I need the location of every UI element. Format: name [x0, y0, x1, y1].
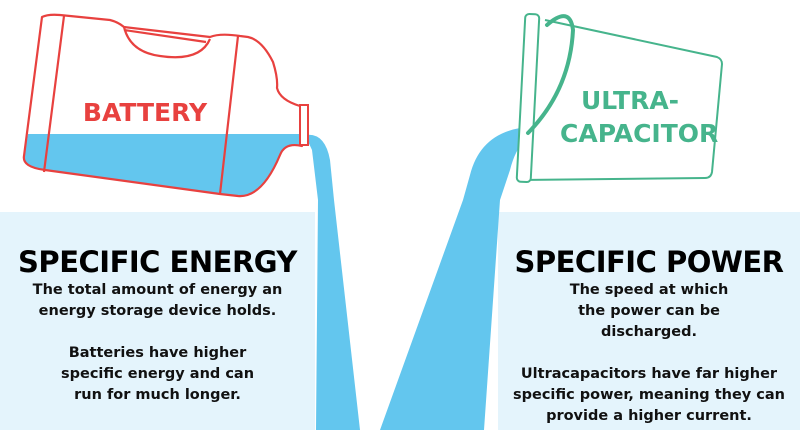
ultracapacitor-label-line2: CAPACITOR: [560, 119, 719, 148]
specific-energy-panel: SPECIFIC ENERGY The total amount of ener…: [0, 212, 315, 430]
specific-power-title: SPECIFIC POWER: [514, 245, 784, 279]
battery-label: BATTERY: [82, 98, 208, 127]
battery-jug-icon: [22, 13, 309, 198]
specific-energy-title: SPECIFIC ENERGY: [18, 245, 297, 279]
ultracapacitor-bucket-icon: [515, 12, 724, 184]
specific-power-description: The speed at which the power can be disc…: [569, 282, 729, 340]
battery-detail: Batteries have higher specific energy an…: [60, 345, 255, 403]
ultracapacitor-liquid-stream: [380, 128, 525, 430]
ultracapacitor-label-line1: ULTRA-: [580, 86, 680, 115]
ultracapacitor-detail: Ultracapacitors have far higher specific…: [512, 366, 785, 424]
battery-liquid-stream: [305, 134, 360, 430]
specific-power-panel: SPECIFIC POWER The speed at which the po…: [498, 212, 800, 430]
ultracapacitor-label: ULTRA- CAPACITOR: [560, 84, 719, 150]
specific-energy-description: The total amount of energy an energy sto…: [32, 282, 283, 319]
